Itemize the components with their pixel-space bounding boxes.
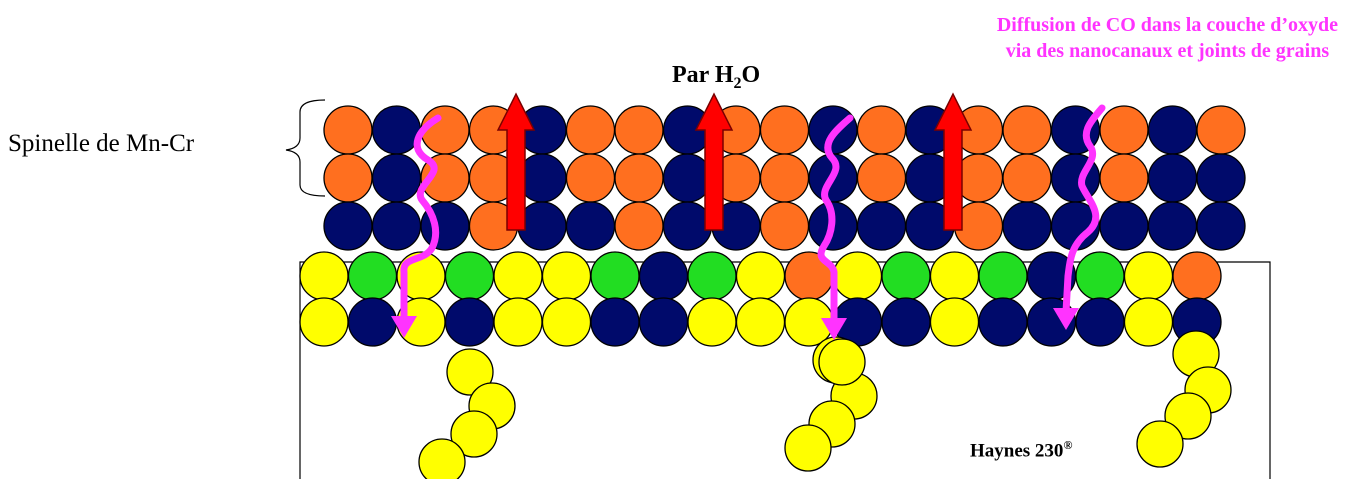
spinel-atom-navy	[856, 201, 907, 251]
water-label-subscript: 2	[733, 74, 742, 92]
diffusion-label-line2: via des nanocanaux et joints de grains	[1005, 40, 1330, 62]
diffusion-label-line1: Diffusion de CO dans la couche d’oxyde	[996, 14, 1338, 36]
spinel-atom-orange	[1099, 153, 1149, 203]
oxide-atom-yellow	[541, 251, 592, 301]
spinel-atom-navy	[1002, 201, 1052, 251]
oxide-atom-green	[444, 251, 495, 301]
oxide-atom-yellow	[299, 251, 349, 301]
spinel-atom-orange	[759, 153, 810, 203]
grain-boundary-atom	[1136, 420, 1184, 468]
spinel-atom-orange	[420, 105, 470, 155]
alloy-name: Haynes 230	[970, 440, 1064, 462]
water-arrows	[496, 92, 973, 231]
spinel-atom-orange	[856, 153, 907, 203]
spinel-atom-orange	[856, 105, 907, 155]
co-diffusion-arrow	[1053, 104, 1106, 330]
oxide-atom-yellow	[735, 297, 786, 347]
diffusion-label: Diffusion de CO dans la couche d’oxyde v…	[997, 12, 1338, 64]
spinel-atom-orange	[1002, 153, 1052, 203]
oxide-atom-green	[687, 251, 737, 301]
co-diffusion-arrow	[391, 114, 442, 338]
oxide-atom-navy	[881, 297, 931, 347]
water-arrow	[496, 92, 536, 231]
oxide-atom-navy	[638, 297, 689, 347]
spinel-atom-navy	[1147, 201, 1198, 251]
oxide-atom-green	[881, 251, 931, 301]
oxide-atom-yellow	[1123, 251, 1174, 301]
spinel-atom-orange	[614, 201, 664, 251]
oxide-atom-navy	[638, 251, 689, 301]
spinel-atom-orange	[614, 153, 664, 203]
grain-boundary-atom	[418, 438, 466, 479]
spinel-atom-navy	[371, 153, 422, 203]
oxide-atom-yellow	[687, 297, 737, 347]
oxide-atom-green	[1075, 251, 1125, 301]
spinel-atom-orange	[323, 105, 373, 155]
water-label-suffix: O	[741, 62, 761, 88]
spinel-atom-orange	[759, 105, 810, 155]
spinel-atom-navy	[1196, 201, 1246, 251]
oxide-atom-orange	[1172, 251, 1222, 301]
spinel-atom-navy	[1099, 201, 1149, 251]
spinel-atom-navy	[1147, 153, 1198, 203]
oxide-atom-green	[978, 251, 1028, 301]
spinel-atom-orange	[1002, 105, 1052, 155]
spinel-atom-navy	[371, 105, 422, 155]
spinel-atom-navy	[1196, 153, 1246, 203]
spinel-atom-navy	[371, 201, 422, 251]
grain-boundary-atom	[784, 424, 832, 472]
oxide-atom-yellow	[493, 251, 543, 301]
oxide-atom-yellow	[929, 251, 980, 301]
oxide-atom-green	[347, 251, 398, 301]
spinel-atom-orange	[323, 153, 373, 203]
substrate-outline	[299, 261, 1271, 479]
grain-boundary-atom	[450, 410, 498, 458]
oxide-atom-navy	[978, 297, 1028, 347]
oxide-atom-yellow	[735, 251, 786, 301]
spinel-atom-navy	[1147, 105, 1198, 155]
co-diffusion-arrows	[391, 104, 1106, 340]
spinel-atom-navy	[323, 201, 373, 251]
spinel-atom-orange	[759, 201, 810, 251]
oxide-atom-green	[590, 251, 640, 301]
oxide-atom-yellow	[929, 297, 980, 347]
spinel-atom-navy	[565, 201, 616, 251]
water-label: Par H2O	[672, 62, 760, 93]
spinel-atom-orange	[614, 105, 664, 155]
grain-boundary-chains	[418, 330, 1232, 479]
alloy-registered-mark: ®	[1063, 438, 1073, 452]
oxide-atom-yellow	[493, 297, 543, 347]
atom-grid	[299, 105, 1246, 347]
oxide-atom-navy	[1075, 297, 1125, 347]
spinel-label: Spinelle de Mn-Cr	[8, 130, 195, 157]
grain-boundary-atom	[446, 348, 494, 396]
oxide-atom-navy	[590, 297, 640, 347]
water-label-prefix: Par H	[672, 62, 734, 88]
oxide-atom-yellow	[832, 251, 883, 301]
oxide-atom-yellow	[1123, 297, 1174, 347]
oxide-atom-yellow	[541, 297, 592, 347]
spinel-atom-orange	[1196, 105, 1246, 155]
oxide-atom-navy	[444, 297, 495, 347]
grain-boundary-atom	[818, 338, 866, 386]
water-arrow	[933, 92, 973, 231]
spinel-atom-orange	[565, 153, 616, 203]
spinel-bracket	[285, 99, 326, 197]
spinel-atom-orange	[1099, 105, 1149, 155]
water-arrow	[694, 92, 734, 231]
oxide-atom-yellow	[299, 297, 349, 347]
co-diffusion-arrow	[817, 114, 854, 340]
spinel-atom-orange	[565, 105, 616, 155]
alloy-label: Haynes 230®	[970, 438, 1072, 462]
oxide-atom-navy	[347, 297, 398, 347]
